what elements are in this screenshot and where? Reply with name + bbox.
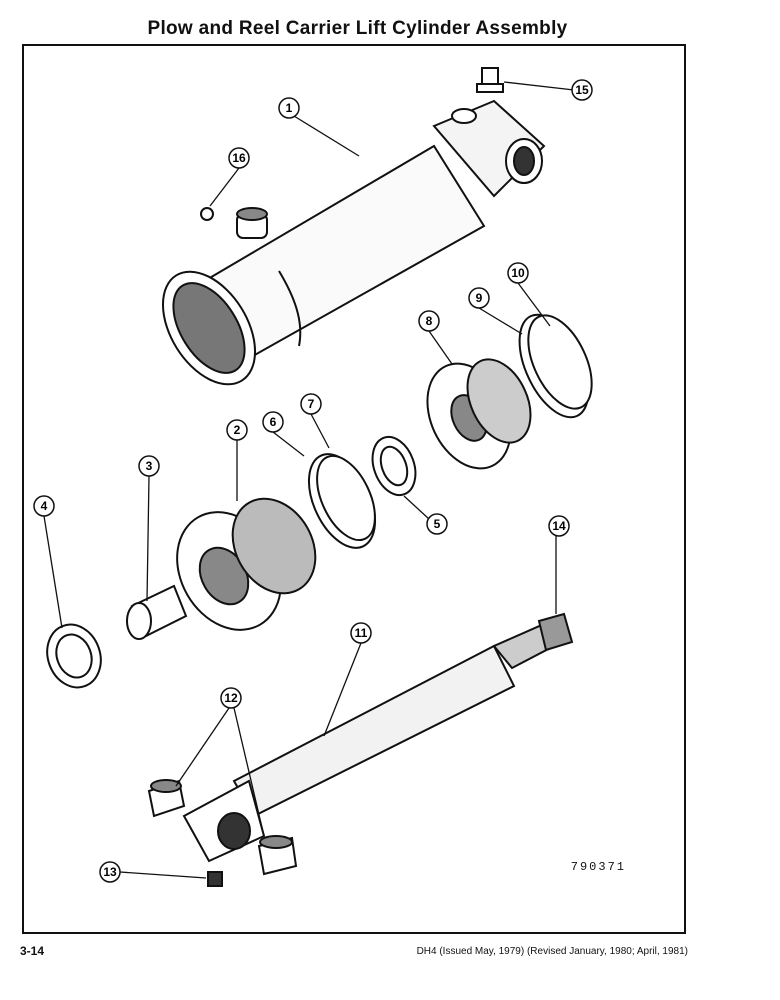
callout-7: 7 — [300, 393, 322, 415]
svg-text:3: 3 — [146, 459, 153, 473]
illustration-frame: 1 15 16 2 3 4 6 7 5 8 9 10 11 14 12 13 7… — [22, 44, 686, 934]
callout-14: 14 — [548, 515, 570, 537]
callout-2: 2 — [226, 419, 248, 441]
figure-number: 790371 — [570, 860, 626, 874]
svg-text:7: 7 — [308, 397, 315, 411]
callout-5: 5 — [426, 513, 448, 535]
seal-ring-5 — [371, 435, 417, 497]
svg-text:16: 16 — [232, 151, 246, 165]
svg-text:10: 10 — [511, 266, 525, 280]
svg-text:5: 5 — [434, 517, 441, 531]
callouts: 1 15 16 2 3 4 6 7 5 8 9 10 11 14 12 13 — [33, 79, 593, 883]
gland — [426, 358, 532, 470]
rod-bushings — [147, 779, 298, 876]
callout-3: 3 — [138, 455, 160, 477]
callout-11: 11 — [350, 622, 372, 644]
svg-text:15: 15 — [575, 83, 589, 97]
svg-text:8: 8 — [426, 314, 433, 328]
svg-text:11: 11 — [355, 626, 368, 640]
page-title: Plow and Reel Carrier Lift Cylinder Asse… — [147, 18, 568, 39]
callout-15: 15 — [571, 79, 593, 101]
svg-text:4: 4 — [41, 499, 48, 513]
cylinder-barrel — [161, 99, 546, 386]
exploded-parts-diagram: 1 15 16 2 3 4 6 7 5 8 9 10 11 14 12 13 — [33, 67, 593, 887]
seal-rings-9-10 — [518, 313, 593, 419]
page-number: 3-14 — [20, 944, 45, 958]
callout-13: 13 — [99, 861, 121, 883]
seal-ring-4 — [46, 623, 102, 689]
callout-4: 4 — [33, 495, 55, 517]
setscrew — [207, 871, 223, 887]
callout-1: 1 — [278, 97, 300, 119]
callout-12: 12 — [220, 687, 242, 709]
svg-text:2: 2 — [234, 423, 241, 437]
callout-16: 16 — [228, 147, 250, 169]
revision-note: DH4 (Issued May, 1979) (Revised January,… — [416, 946, 688, 957]
callout-9: 9 — [468, 287, 490, 309]
svg-text:12: 12 — [224, 691, 238, 705]
svg-text:1: 1 — [286, 101, 293, 115]
svg-text:13: 13 — [103, 865, 117, 879]
svg-text:6: 6 — [270, 415, 277, 429]
callout-10: 10 — [507, 262, 529, 284]
svg-text:9: 9 — [476, 291, 483, 305]
bushing — [126, 584, 188, 640]
leader-lines — [43, 81, 575, 879]
seal-rings-6-7 — [307, 453, 377, 549]
piston-rod — [182, 612, 574, 863]
plug — [200, 207, 214, 221]
piston — [176, 497, 317, 631]
callout-6: 6 — [262, 411, 284, 433]
svg-text:14: 14 — [552, 519, 566, 533]
grease-fitting — [476, 67, 504, 93]
callout-8: 8 — [418, 310, 440, 332]
